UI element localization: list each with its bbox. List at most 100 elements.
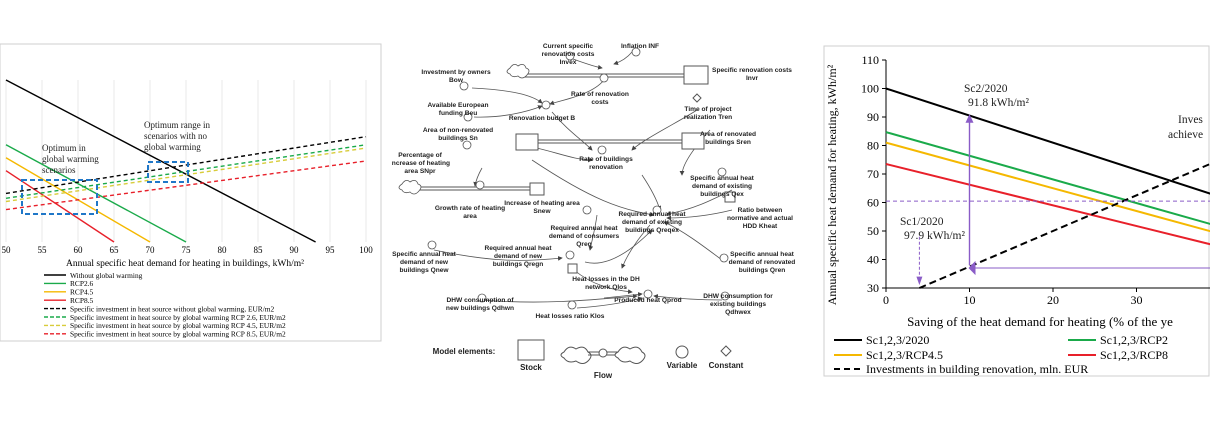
variable-qren [719,253,729,263]
legend-entry: Specific investment in heat source by gl… [70,330,286,339]
arrow-head [965,114,974,123]
annotation-invest: Inves [1178,114,1203,126]
node-qreqex-2: demand of existing [622,219,682,226]
ytick-label: 90 [867,110,879,124]
node-qex-2: demand of existing [692,183,752,190]
node-snew-1: Increase of heating area [504,200,580,207]
annotation-nowarming-2: scenarios with no [144,131,207,141]
node-rate-costs-2: costs [591,99,609,106]
stock-flow-diagram: Current specific renovation costs Invex … [390,43,795,380]
annotation-warming-1: Optimum in [42,143,86,153]
node-invex-2: renovation costs [542,51,595,58]
node-qnew-3: buildings Qnew [399,267,449,274]
stock-specific-renovation-costs [683,65,709,85]
diagram-legend: Model elements: Stock Flow Variable Cons… [433,339,744,380]
legend-entry: Specific investment in heat source witho… [70,304,275,313]
arrow-head [916,276,923,286]
node-qdhwn-1: DHW consumption of [446,297,514,304]
legend-entry: RCP2.6 [70,279,94,288]
node-qlos-1: Heat losses in the DH [572,276,640,283]
xtick-label: 60 [74,245,84,255]
variable-european-funding [463,112,473,122]
node-growth-1: Growth rate of heating [435,205,505,212]
legend-cloud-icon [614,346,646,364]
diagram-nodes [398,47,736,310]
variable-growth-rate [475,180,485,190]
node-rate-renov-2: renovation [589,164,623,171]
variable-qlos [567,263,578,274]
node-snpr-3: area SNpr [404,168,436,175]
variable-qdhwn [477,293,487,303]
legend-entry: Investments in building renovation, mln.… [866,362,1088,376]
constant-tren [692,93,702,103]
node-qreqn-1: Required annual heat [484,245,552,252]
variable-qreq [582,205,592,215]
xtick-label: 80 [218,245,228,255]
series-line [5,170,115,243]
legend-entry: Specific investment in heat source by gl… [70,313,286,322]
cloud-icon [506,64,530,79]
variable-percentage-increase [462,140,472,150]
node-invr-1: Specific renovation costs [712,67,792,74]
node-qdhwn-2: new buildings Qdhwn [446,305,514,312]
node-qreq-3: Qreq [576,241,591,248]
node-qreqn-2: demand of new [494,253,543,260]
node-qreqex-1: Required annual heat [618,211,686,218]
legend-entry: Without global warming [70,271,143,280]
node-sren-2: buildings Sren [705,139,751,146]
legend-cloud-icon [560,346,592,364]
node-qreq-1: Required annual heat [550,225,618,232]
variable-rate-renovation-costs [599,73,609,83]
node-kheat-3: HDD Kheat [743,223,778,230]
cloud-icon [398,180,422,195]
xtick-label: 100 [359,245,373,255]
variable-specific-existing [717,167,727,177]
annotation-invest-2: achieve [1168,129,1203,141]
ytick-label: 30 [867,281,879,295]
ytick-label: 50 [867,224,879,238]
node-qreqn-3: buildings Qregn [493,261,544,268]
legend-entry: Sc1,2,3/RCP2 [1100,333,1168,347]
optimum-box-global-warming [21,179,98,215]
annotation-warming-3: scenarios [42,165,76,175]
variable-inflation [631,47,641,57]
variable-kheat [724,191,736,203]
node-qex-1: Specific annual heat [690,175,755,182]
node-kheat-2: normative and actual [727,215,793,222]
ytick-label: 100 [861,82,879,96]
stock-area-non-renovated [515,133,539,151]
node-bow-1: Investment by owners [421,69,491,76]
legend-stock: Stock [520,363,542,372]
node-snpr-1: Percentage of [398,152,442,159]
legend-variable-icon [675,345,689,359]
variable-qreqex [652,205,662,215]
right-chart-helper-lines [886,114,1210,286]
node-qdhwex-2: existing buildings [710,301,766,308]
xtick-label: 30 [1131,293,1143,307]
variable-current-costs [565,51,575,61]
right-chart-frame [823,45,1210,377]
legend-stock-icon [517,339,545,361]
left-chart-legend: Without global warmingRCP2.6RCP4.5RCP8.5… [44,271,286,339]
optimum-box-no-warming [147,161,189,183]
xtick-label: 90 [290,245,300,255]
stock-increase-heating-area [529,182,545,196]
node-sn-1: Area of non-renovated [423,127,493,134]
node-rate-renov-1: Rate of buildings [579,156,633,163]
xtick-label: 70 [146,245,156,255]
series-line [5,160,367,211]
xtick-label: 75 [182,245,192,255]
annotation-nowarming-1: Optimum range in [144,120,210,130]
legend-entry: RCP8.5 [70,296,94,305]
node-tren-2: realization Tren [684,114,732,121]
variable-klos [567,300,577,310]
xtick-label: 50 [2,245,12,255]
ytick-label: 110 [861,53,879,67]
ytick-label: 40 [867,253,879,267]
series-line [885,163,1210,246]
legend-entry: Sc1,2,3/RCP8 [1100,348,1168,362]
node-invex-3: Invex [560,59,577,66]
annotation-sc2: Sc2/2020 [964,83,1008,95]
